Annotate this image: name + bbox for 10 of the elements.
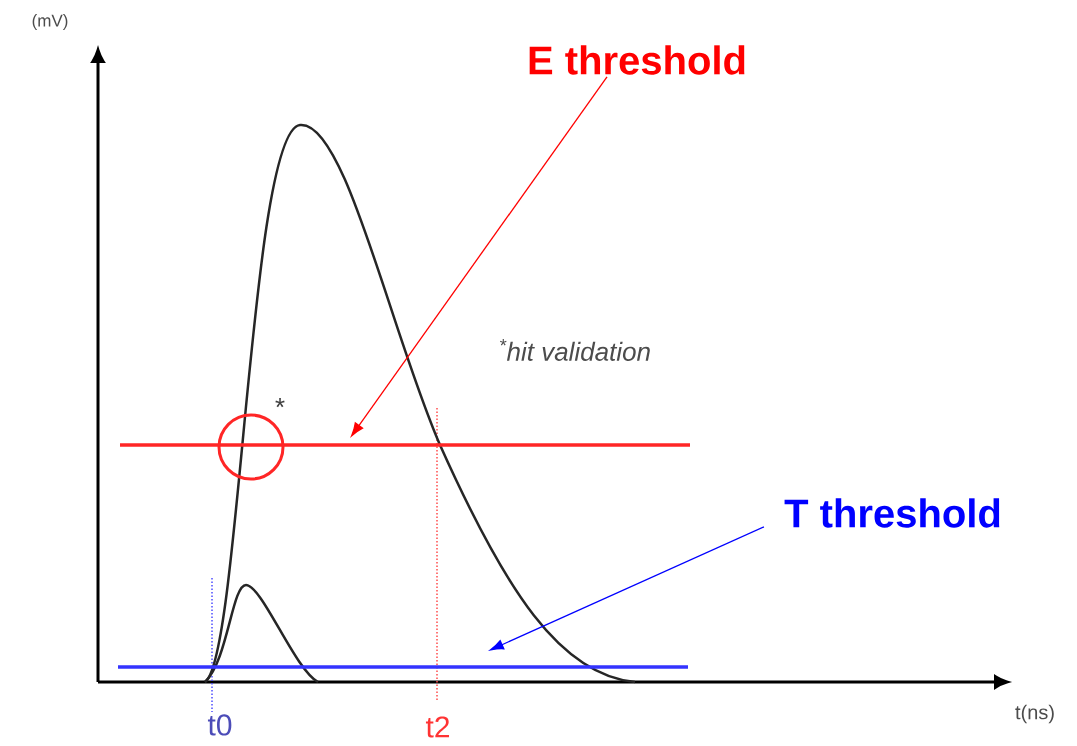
time-label: t0 [207,714,232,736]
axis-label: (mV) [32,14,68,30]
time-label: t2 [425,716,449,738]
asterisk-mark: * [275,398,285,408]
threshold-label: E threshold [529,45,745,75]
threshold-label: T threshold [784,498,1000,528]
arrow [351,76,608,437]
arrow [490,526,765,651]
annotation-text: $^{*}$hit validation [500,339,650,361]
axis-label: t(ns) [1015,704,1054,724]
